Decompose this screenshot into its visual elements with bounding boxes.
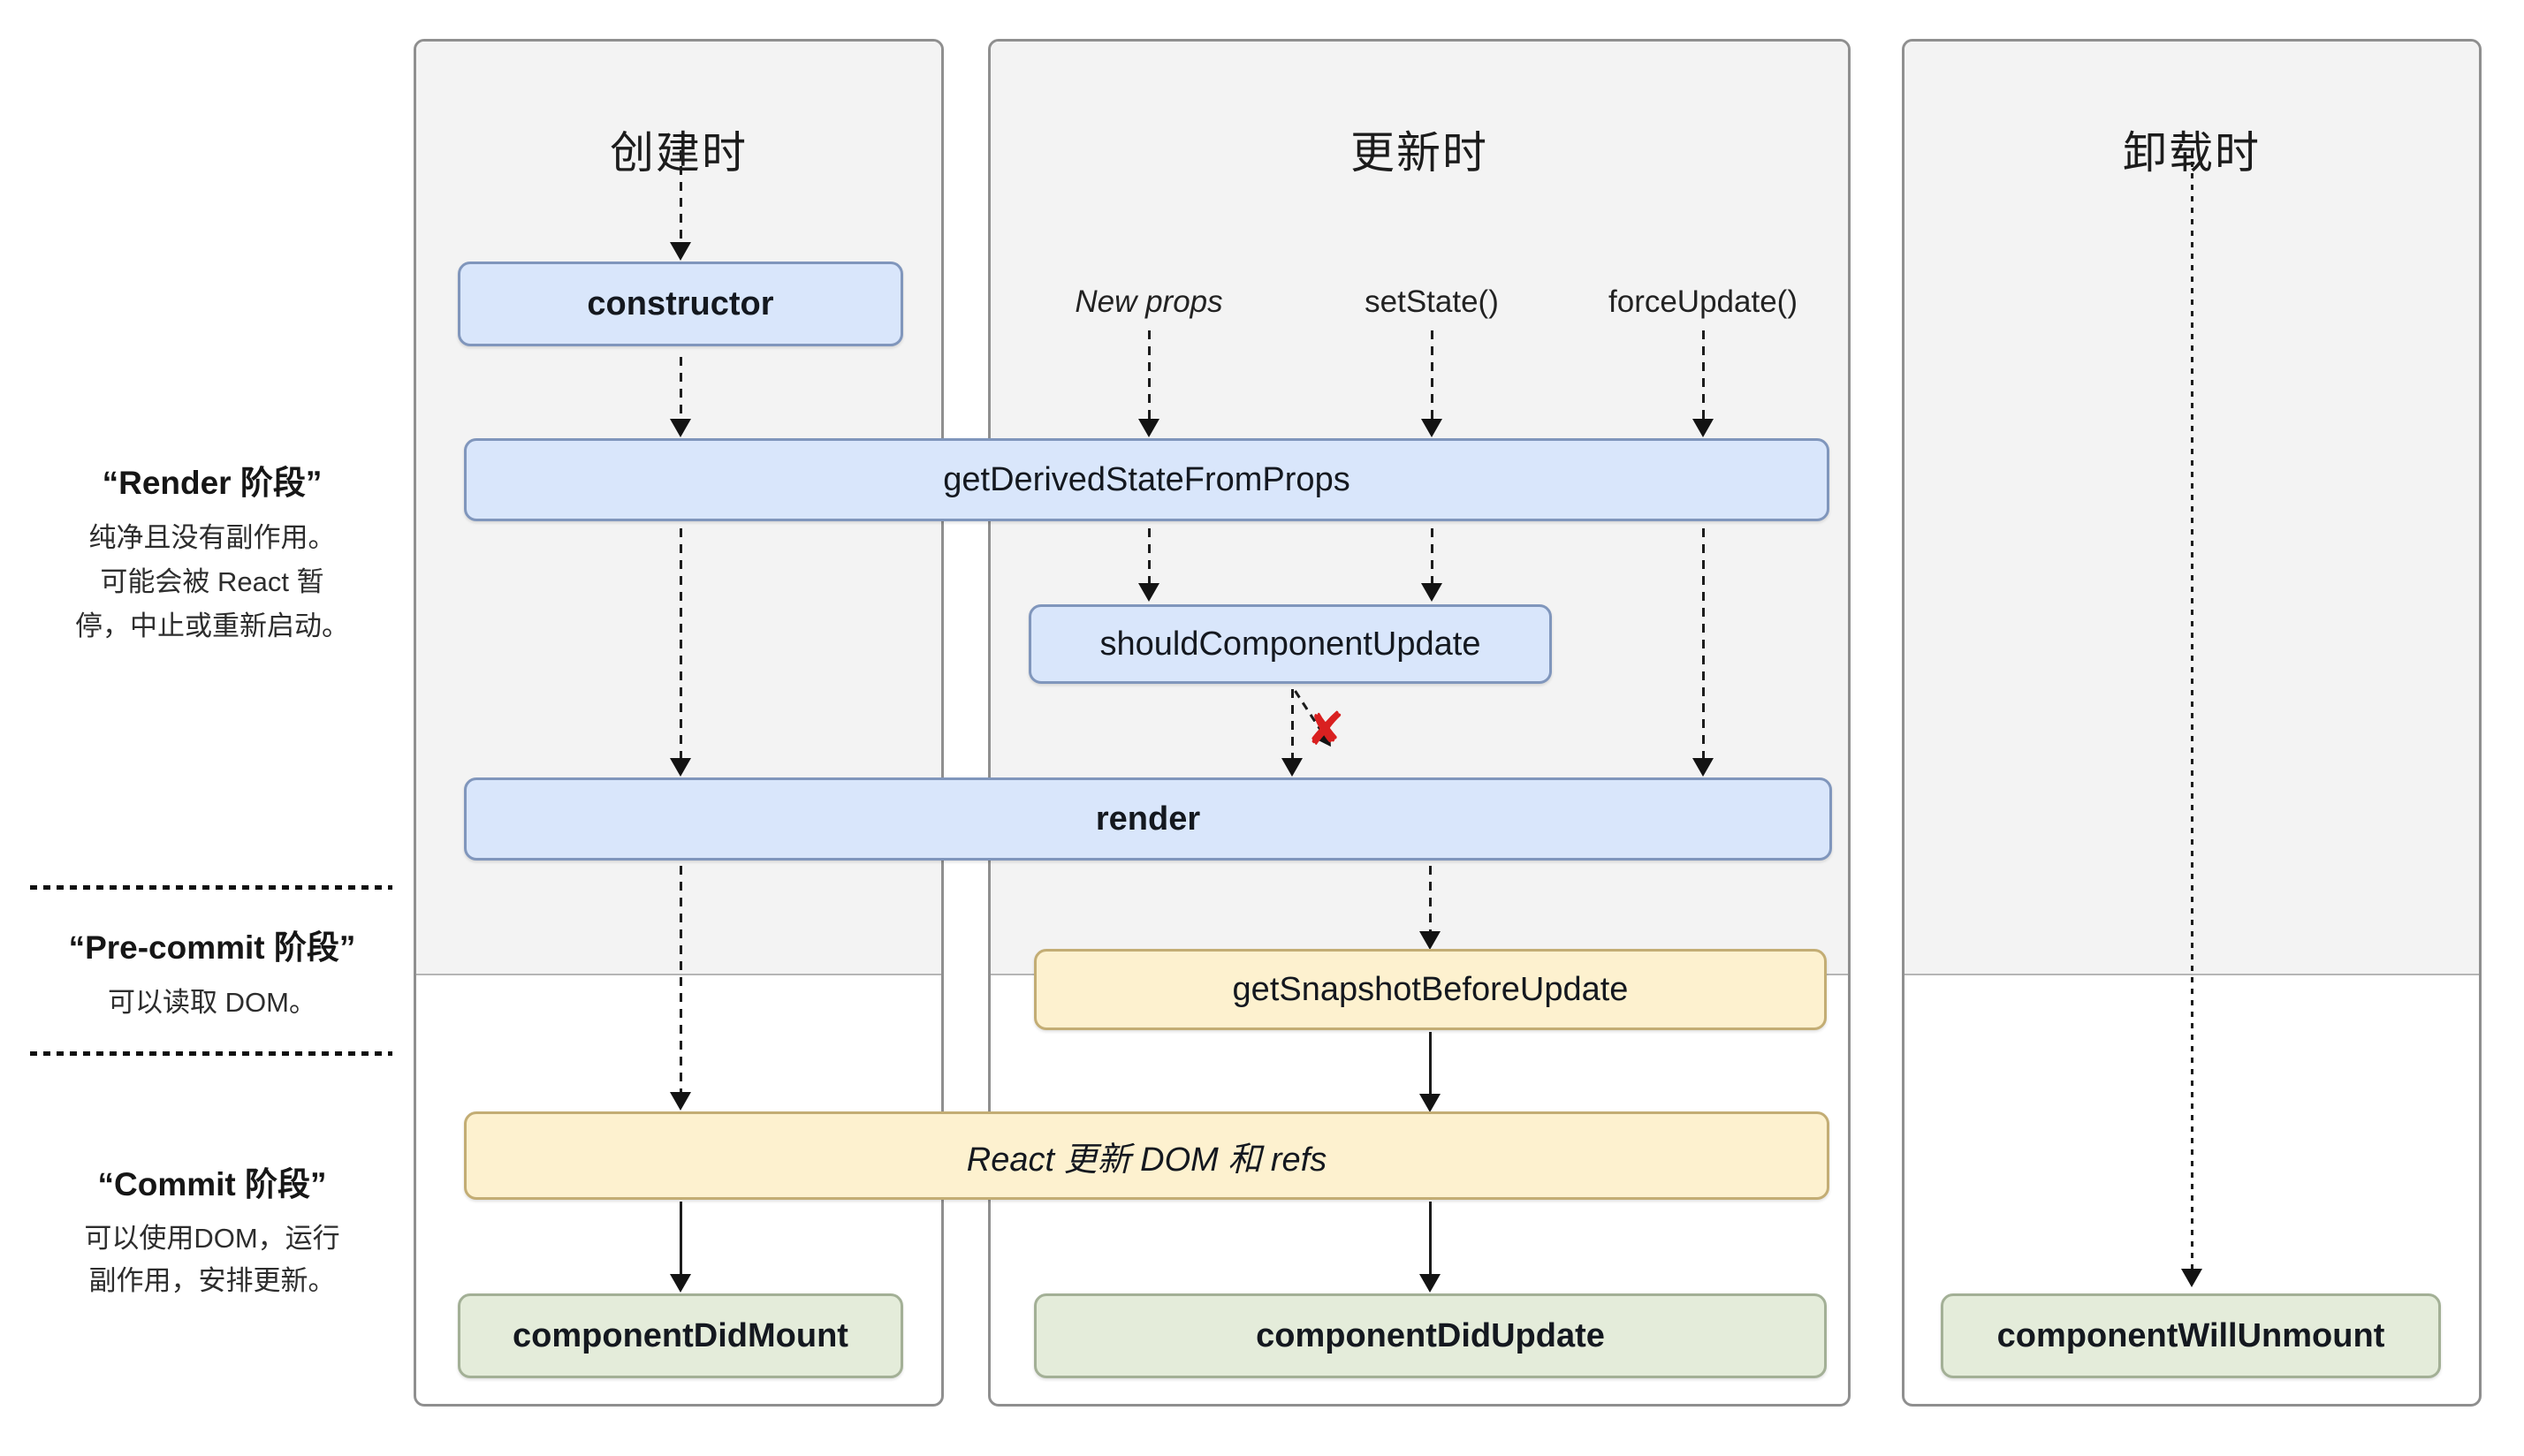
arrow-forceupdate-to-render xyxy=(1701,528,1705,760)
arrow-gdsfp-to-scu-left xyxy=(1147,528,1151,585)
trigger-force-update: forceUpdate() xyxy=(1608,284,1798,319)
reject-icon: ✘ xyxy=(1306,704,1345,755)
node-component-will-unmount: componentWillUnmount xyxy=(1941,1293,2441,1378)
arrowhead-icon xyxy=(1419,1274,1441,1293)
arrow-forceupdate-to-gdsfp xyxy=(1701,330,1705,421)
arrowhead-icon xyxy=(2181,1269,2202,1287)
trigger-new-props: New props xyxy=(1075,284,1223,319)
node-render: render xyxy=(464,777,1832,861)
phase-commit-line1: 可以使用DOM，运行 xyxy=(84,1223,340,1254)
arrowhead-icon xyxy=(670,758,691,777)
column-title-mounting: 创建时 xyxy=(610,128,748,178)
column-title-updating: 更新时 xyxy=(1350,128,1488,178)
arrow-render-to-snapshot xyxy=(1428,866,1432,933)
arrowhead-icon xyxy=(1692,419,1714,437)
arrow-reactupdates-to-cdu xyxy=(1428,1202,1432,1274)
phase-render-description: 纯净且没有副作用。 可能会被 React 暂 停，中止或重新启动。 xyxy=(27,516,398,648)
phase-precommit-line1: 可以读取 DOM。 xyxy=(108,987,316,1018)
phase-render-line1: 纯净且没有副作用。 xyxy=(88,522,336,553)
phase-commit-title: “Commit 阶段” xyxy=(97,1166,327,1202)
arrowhead-icon xyxy=(1281,758,1303,777)
phase-precommit-title: “Pre-commit 阶段” xyxy=(68,929,356,966)
phase-render-line2: 可能会被 React 暂 xyxy=(100,566,324,597)
arrow-setstate-to-gdsfp xyxy=(1430,330,1433,421)
node-get-derived-state-from-props: getDerivedStateFromProps xyxy=(464,438,1829,521)
arrowhead-icon xyxy=(670,1092,691,1111)
arrow-scu-to-render xyxy=(1290,689,1294,760)
phase-commit-line2: 副作用，安排更新。 xyxy=(88,1265,336,1296)
arrow-render-to-reactupdates xyxy=(679,866,682,1094)
trigger-set-state: setState() xyxy=(1365,284,1499,319)
node-get-snapshot-before-update: getSnapshotBeforeUpdate xyxy=(1034,949,1827,1030)
arrow-constructor-to-gdsfp xyxy=(679,357,682,421)
arrowhead-icon xyxy=(670,242,691,261)
arrow-gdsfp-to-render xyxy=(679,528,682,760)
phase-render-line3: 停，中止或重新启动。 xyxy=(75,610,349,641)
phase-separator-bottom xyxy=(30,1051,392,1056)
panel-updating: 更新时 xyxy=(988,39,1851,1407)
node-react-updates-dom: React 更新 DOM 和 refs xyxy=(464,1111,1829,1200)
phase-precommit-description: 可以读取 DOM。 xyxy=(27,981,398,1025)
arrowhead-icon xyxy=(670,419,691,437)
arrow-newprops-to-gdsfp xyxy=(1147,330,1151,421)
arrowhead-icon xyxy=(1419,931,1441,950)
phase-commit-description: 可以使用DOM，运行 副作用，安排更新。 xyxy=(27,1217,398,1302)
arrowhead-icon xyxy=(1138,419,1159,437)
arrowhead-icon xyxy=(1419,1094,1441,1112)
phase-separator-top xyxy=(30,885,392,890)
node-component-did-mount: componentDidMount xyxy=(458,1293,903,1378)
arrowhead-icon xyxy=(1692,758,1714,777)
node-component-did-update: componentDidUpdate xyxy=(1034,1293,1827,1378)
arrowhead-icon xyxy=(1421,419,1442,437)
node-constructor: constructor xyxy=(458,262,903,346)
arrow-header-to-constructor xyxy=(679,150,682,246)
arrow-header-to-cwu xyxy=(2190,150,2193,1270)
arrow-reactupdates-to-cdm xyxy=(679,1202,682,1274)
arrowhead-icon xyxy=(1421,583,1442,602)
arrow-snapshot-to-reactupdates xyxy=(1428,1032,1432,1096)
node-should-component-update: shouldComponentUpdate xyxy=(1029,604,1552,684)
arrow-gdsfp-to-scu-right xyxy=(1430,528,1433,585)
phase-render-title: “Render 阶段” xyxy=(102,465,323,501)
arrowhead-icon xyxy=(670,1274,691,1293)
arrowhead-icon xyxy=(1138,583,1159,602)
